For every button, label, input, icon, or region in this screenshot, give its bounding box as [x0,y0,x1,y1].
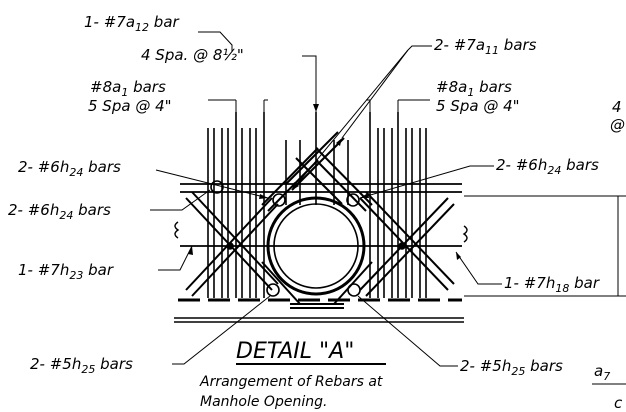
break-marks [174,221,468,243]
leader-lines [150,31,502,367]
label-2-7a11-bars: 2- #7a11 bars [434,36,537,57]
spacing-extension-lines [235,100,399,112]
label-1-7a12-bar: 1- #7a12 bar [84,13,180,34]
bottom-slab-lines [174,317,464,323]
center-vertical-bars [285,112,349,205]
label-edge-4: 4 [612,98,622,116]
label-right-8a1-bars: #8a1 bars [436,78,512,99]
caption-line-1: Arrangement of Rebars at [199,374,383,390]
label-1-7h18-bar: 1- #7h18 bar [504,274,600,295]
bar-end-circles [210,180,406,297]
label-left-lower-6h24-bars: 2- #6h24 bars [8,201,111,222]
leader-arrowheads [188,104,461,260]
label-edge-at: @ [610,116,625,134]
label-left-5h25-bars: 2- #5h25 bars [30,355,133,376]
label-left-upper-6h24-bars: 2- #6h24 bars [18,158,121,179]
manhole-opening [266,196,366,296]
right-x-bars [359,191,455,297]
label-a7: a7 [594,362,610,383]
label-left-5-spa: 5 Spa @ 4" [88,97,172,115]
left-vertical-bars [207,112,265,298]
label-spacing-4-spa: 4 Spa. @ 8½" [141,46,244,64]
upper-cross-bars [285,131,345,205]
right-dimension-line [464,195,626,297]
label-right-6h24-bars: 2- #6h24 bars [496,156,599,177]
detail-title: DETAIL "A" [236,339,354,364]
label-left-8a1-bars: #8a1 bars [90,78,166,99]
label-1-7h23-bar: 1- #7h23 bar [18,261,114,282]
label-right-5h25-bars: 2- #5h25 bars [460,357,563,378]
label-right-5-spa: 5 Spa @ 4" [436,97,520,115]
label-edge-c: c [614,394,623,412]
caption-line-2: Manhole Opening. [200,394,327,410]
